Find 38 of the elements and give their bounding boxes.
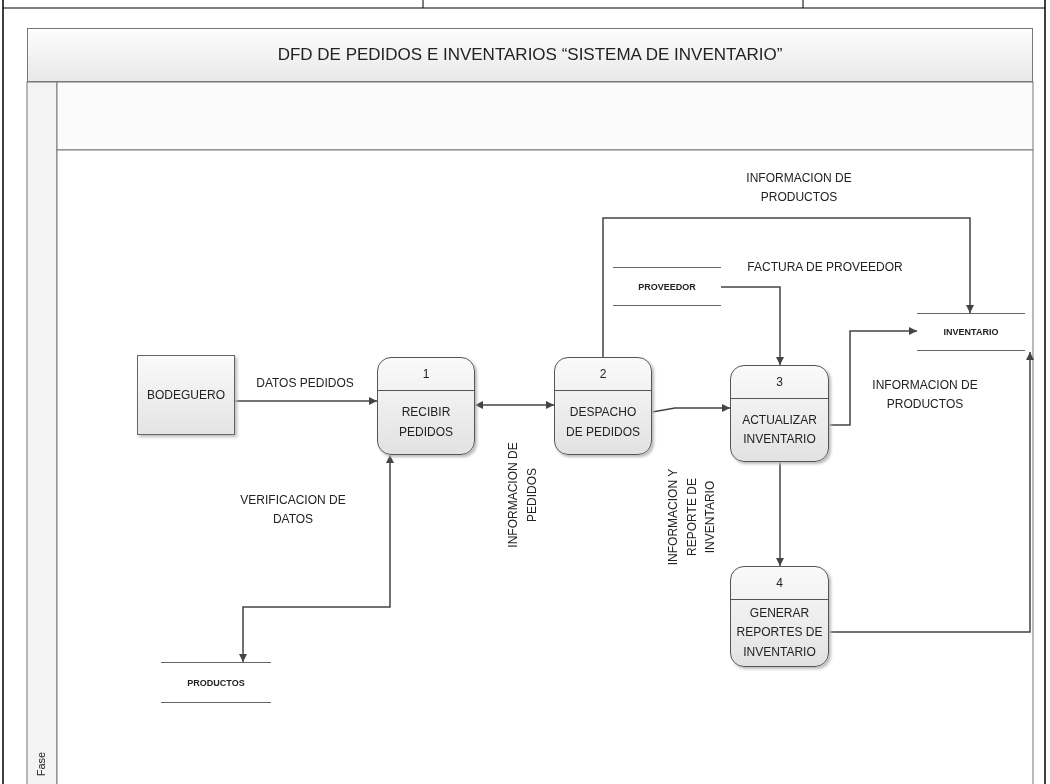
edge-label: INFORMACION DE PEDIDOS [505, 441, 540, 550]
arrow [602, 217, 974, 358]
data-store [613, 267, 721, 306]
process-number: 1 [422, 367, 430, 381]
diagram-title: DFD DE PEDIDOS E INVENTARIOS “SISTEMA DE INVENTARIO” [277, 45, 783, 65]
arrow [828, 327, 918, 426]
arrow [239, 454, 394, 663]
process-box [554, 357, 652, 455]
edge-label: DATOS PEDIDOS [256, 374, 354, 392]
arrow [776, 461, 784, 567]
process-box [730, 566, 829, 667]
entity-label: BODEGUERO [147, 388, 225, 402]
arrow [474, 401, 555, 409]
process-label: GENERAR REPORTES DE INVENTARIO [735, 605, 824, 661]
arrow [720, 286, 784, 366]
data-store [917, 313, 1025, 351]
store-label: PROVEEDOR [638, 281, 696, 292]
process-number: 4 [776, 576, 783, 590]
edge-label: FACTURA DE PROVEEDOR [747, 258, 903, 276]
edge-label: VERIFICACION DE DATOS [239, 492, 347, 528]
process-label: ACTUALIZAR INVENTARIO [741, 411, 818, 448]
edge-label: INFORMACION Y REPORTE DE INVENTARIO [665, 467, 719, 567]
store-label: INVENTARIO [943, 327, 999, 337]
process-label: DESPACHO DE PEDIDOS [565, 404, 641, 441]
process-box [730, 365, 829, 462]
process-number: 3 [776, 375, 783, 389]
store-label: PRODUCTOS [187, 677, 245, 688]
process-box [377, 357, 475, 455]
external-entity [137, 355, 235, 435]
arrow [828, 351, 1034, 633]
arrow [234, 397, 378, 405]
process-number: 2 [599, 367, 607, 381]
data-store [161, 662, 271, 703]
process-label: RECIBIR PEDIDOS [398, 404, 454, 441]
arrow [651, 404, 731, 413]
lane-label: Fase [34, 751, 49, 777]
edge-label: INFORMACION DE PRODUCTOS [745, 170, 853, 206]
edge-label: INFORMACION DE PRODUCTOS [871, 377, 979, 413]
